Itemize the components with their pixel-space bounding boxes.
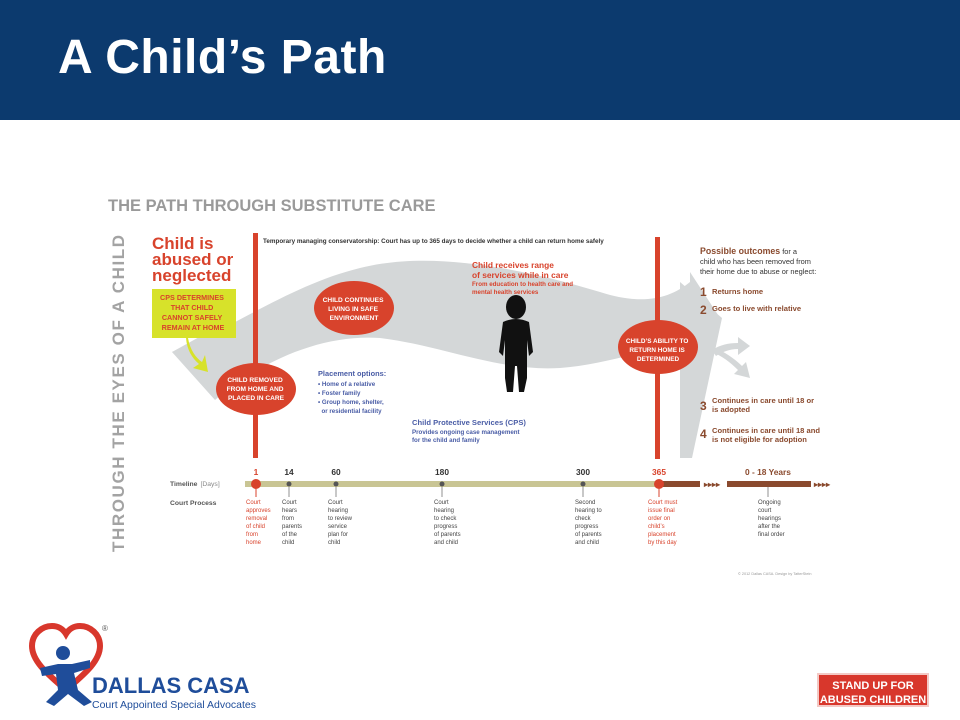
svg-text:60: 60 xyxy=(331,467,341,477)
svg-text:Court hearing to c: Court hearing to check progress of paren… xyxy=(434,500,462,546)
slide-header: A Child’s Path xyxy=(0,0,960,120)
timeline-bar-final xyxy=(658,481,700,487)
tick-years: 0 - 18 Years Ongoing court hearings afte… xyxy=(745,467,791,538)
badge-line-1: STAND UP FOR xyxy=(832,680,914,692)
child-figure-icon xyxy=(40,646,92,706)
svg-text:365: 365 xyxy=(652,467,666,477)
outcome-4-text: Continues in care until 18 and is not el… xyxy=(712,426,822,444)
logo-tagline: Court Appointed Special Advocates xyxy=(92,699,256,711)
tick-day-365: 365 Court must issue final order on chil… xyxy=(648,467,679,546)
svg-text:Court must issue final: Court must issue final order on child’s … xyxy=(648,500,679,546)
removed-circle xyxy=(216,363,296,415)
outcome-4-num: 4 xyxy=(700,427,707,441)
ability-circle-text: CHILD’S ABILITY TO RETURN HOME IS DETERM… xyxy=(626,338,690,363)
outcomes-heading: Possible outcomes for a xyxy=(700,246,798,256)
outcome-arrow-shape xyxy=(680,282,722,458)
day-1-line xyxy=(253,233,258,458)
svg-text:1: 1 xyxy=(254,467,259,477)
branch-arrows-icon xyxy=(712,337,750,378)
services-sub: From education to health care and mental… xyxy=(472,281,575,296)
silhouette-child-icon xyxy=(499,295,533,392)
svg-text:Court approves rem: Court approves removal of child from hom… xyxy=(246,500,272,546)
badge-line-2: ABUSED CHILDREN xyxy=(819,694,927,706)
placement-title: Placement options: xyxy=(318,369,386,378)
stand-up-badge: STAND UP FOR ABUSED CHILDREN xyxy=(817,673,929,707)
side-label: THROUGH THE EYES OF A CHILD xyxy=(109,233,128,552)
heart-icon xyxy=(28,622,104,694)
outcome-2-text: Goes to live with relative xyxy=(712,304,801,313)
timeline-bar xyxy=(245,481,658,487)
tick-day-180: 180 Court hearing to check progress of p… xyxy=(434,467,462,546)
cps-title: Child Protective Services (CPS) xyxy=(412,418,526,427)
registered-mark: ® xyxy=(102,624,108,633)
flow-band xyxy=(172,260,720,400)
continues-circle xyxy=(314,281,394,335)
outcome-1-num: 1 xyxy=(700,285,707,299)
removed-circle-text: CHILD REMOVED FROM HOME AND PLACED IN CA… xyxy=(227,377,286,402)
tick-day-300: 300 Second hearing to check progress of … xyxy=(575,467,603,546)
timeline-chevrons: ▸▸▸▸ xyxy=(813,480,831,489)
cps-sub: Provides ongoing case management for the… xyxy=(412,429,521,444)
outcome-3-text: Continues in care until 18 or is adopted xyxy=(712,396,816,414)
outcomes-intro: child who has been removed from their ho… xyxy=(700,257,816,276)
svg-text:Second hearing to: Second hearing to check progress of pare… xyxy=(575,500,603,546)
ability-circle xyxy=(618,320,698,374)
timeline-bar-years xyxy=(727,481,811,487)
timeline-label: Timeline[Days] xyxy=(170,481,220,488)
svg-text:180: 180 xyxy=(435,467,449,477)
tick-day-1: 1 Court approves removal of child from h… xyxy=(246,467,272,546)
court-process-label: Court Process xyxy=(170,500,217,507)
svg-text:Court hearing to r: Court hearing to review service plan for… xyxy=(328,500,354,546)
cps-box xyxy=(152,289,236,338)
abused-title-line: abused or xyxy=(152,250,234,269)
continues-circle-text: CHILD CONTINUES LIVING IN SAFE ENVIRONME… xyxy=(323,297,386,322)
svg-text:300: 300 xyxy=(576,467,590,477)
services-title: Child receives range of services while i… xyxy=(472,260,569,280)
infographic-heading: THE PATH THROUGH SUBSTITUTE CARE xyxy=(108,197,436,215)
timeline-chevrons: ▸▸▸▸ xyxy=(703,480,721,489)
svg-text:Court hears from: Court hears from parents of the child xyxy=(282,500,304,546)
copyright: © 2012 Dallas CASA. Design by TatterStei… xyxy=(738,572,811,576)
down-arrow-icon xyxy=(186,338,208,372)
svg-text:14: 14 xyxy=(284,467,294,477)
tick-day-14: 14 Court hears from parents of the child xyxy=(282,467,304,546)
slide-title: A Child’s Path xyxy=(58,31,387,84)
abused-title-line: neglected xyxy=(152,266,231,285)
svg-text:Ongoing court hear: Ongoing court hearings after the final o… xyxy=(758,500,785,538)
outcome-1-text: Returns home xyxy=(712,287,763,296)
cps-box-text: CPS DETERMINES THAT CHILD CANNOT SAFELY … xyxy=(160,293,226,332)
conservatorship-text: Temporary managing conservatorship: Cour… xyxy=(263,238,604,245)
placement-list: • Home of a relative • Foster family • G… xyxy=(318,381,386,415)
abused-title-line: Child is xyxy=(152,234,213,253)
outcome-3-num: 3 xyxy=(700,399,707,413)
abused-title: Child is abused or neglected xyxy=(152,234,238,285)
tick-day-60: 60 Court hearing to review service plan … xyxy=(328,467,354,546)
outcome-2-num: 2 xyxy=(700,303,707,317)
svg-text:0 - 18 Years: 0 - 18 Years xyxy=(745,467,791,477)
